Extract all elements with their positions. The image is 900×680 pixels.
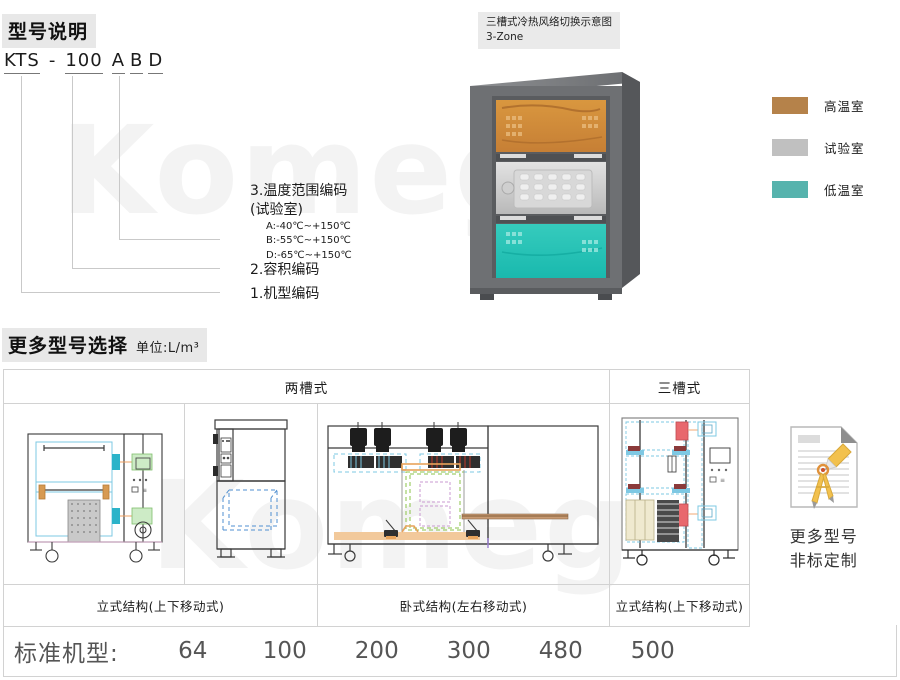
- note-machine-code: 1.机型编码: [250, 286, 320, 302]
- legend-label-hot: 高温室: [824, 98, 865, 114]
- caption-vertical-three-zone: 立式结构(上下移动式): [609, 584, 751, 627]
- shelf-bottom: [626, 484, 691, 493]
- diagram-three-zone-vertical[interactable]: ≡: [609, 403, 751, 585]
- standard-model-480: 480: [538, 637, 583, 664]
- note-volume-code: 2.容积编码: [250, 262, 320, 278]
- model-section-heading: 型号说明: [2, 14, 97, 48]
- custom-order-text: 更多型号 非标定制: [790, 525, 858, 573]
- legend-item-hot: 高温室: [772, 84, 865, 126]
- note-temp-range-title: 3.温度范围编码: [250, 183, 348, 199]
- standard-model-64: 64: [178, 637, 208, 664]
- custom-order-cell[interactable]: 更多型号 非标定制: [749, 369, 898, 627]
- group-header-three-zone: 三槽式: [609, 369, 751, 404]
- code-volume: 100: [65, 50, 103, 74]
- leader-line-machine: [21, 76, 220, 293]
- legend-label-cold: 低温室: [824, 182, 865, 198]
- diagram-vertical-side[interactable]: [184, 403, 318, 585]
- legend-swatch-test: [772, 138, 808, 156]
- legend-item-cold: 低温室: [772, 168, 865, 210]
- carriage-left: [384, 519, 398, 539]
- watermark-top: Komeg: [60, 100, 543, 242]
- code-dash: -: [48, 50, 57, 71]
- leader-line-temp: [119, 76, 220, 240]
- motor-group: [350, 428, 467, 452]
- note-temp-option-d: D:-65℃~+150℃: [266, 249, 352, 261]
- group-header-two-zone: 两槽式: [2, 369, 611, 404]
- more-models-heading: 更多型号选择 单位:L/m³: [2, 328, 208, 362]
- caption-horizontal: 卧式结构(左右移动式): [316, 584, 611, 627]
- standard-models-label: 标准机型:: [14, 640, 119, 667]
- standard-model-300: 300: [446, 637, 491, 664]
- illustration-label: 三槽式冷热风络切换示意图 3-Zone: [478, 12, 620, 50]
- custom-order-line1: 更多型号: [789, 527, 858, 546]
- standard-model-200: 200: [354, 637, 399, 664]
- standard-model-500: 500: [630, 637, 675, 664]
- legend-swatch-hot: [772, 96, 808, 114]
- three-zone-chamber-illustration: [462, 62, 642, 302]
- table-caption-row: 立式结构(上下移动式) 卧式结构(左右移动式) 立式结构(上下移动式): [3, 584, 898, 627]
- compass-icon: [811, 463, 834, 509]
- code-letter-b: B: [130, 50, 144, 74]
- note-temp-range-subtitle: (试验室): [250, 201, 303, 218]
- note-temp-option-b: B:-55℃~+150℃: [266, 235, 351, 247]
- standard-models-row: 标准机型: 64 100 200 300 480 500: [3, 625, 897, 677]
- more-models-unit: 单位:L/m³: [136, 341, 200, 356]
- leader-line-volume: [72, 76, 220, 269]
- carriage-right: [466, 519, 480, 539]
- shelf-top: [626, 446, 691, 455]
- caption-vertical-two-zone: 立式结构(上下移动式): [3, 584, 318, 627]
- models-table: 两槽式 三槽式: [2, 369, 898, 627]
- illustration-label-cn: 三槽式冷热风络切换示意图: [486, 16, 612, 28]
- table-group-header-row: 两槽式 三槽式: [2, 369, 898, 627]
- model-code-line: KTS - 100 A B D: [4, 50, 164, 74]
- heater-bank: [348, 456, 480, 468]
- legend-label-test: 试验室: [824, 140, 865, 156]
- diagram-vertical-front[interactable]: ≡: [3, 403, 185, 585]
- model-section-title: 型号说明: [8, 21, 89, 43]
- legend-swatch-cold: [772, 180, 808, 198]
- code-prefix: KTS: [4, 50, 40, 74]
- zone-legend: 高温室 试验室 低温室: [772, 84, 865, 210]
- standard-model-100: 100: [262, 637, 307, 664]
- custom-order-line2: 非标定制: [789, 551, 858, 570]
- custom-document-icon: [790, 426, 858, 509]
- note-temp-range: 3.温度范围编码 (试验室) A:-40℃~+150℃ B:-55℃~+150℃…: [250, 182, 352, 263]
- more-models-title: 更多型号选择: [8, 335, 129, 357]
- svg-text:≡: ≡: [142, 487, 147, 494]
- legend-item-test: 试验室: [772, 126, 865, 168]
- code-letter-a: A: [111, 50, 126, 74]
- code-letter-d: D: [148, 50, 164, 74]
- diagram-horizontal[interactable]: [316, 403, 611, 585]
- svg-text:≡: ≡: [720, 477, 725, 484]
- illustration-label-en: 3-Zone: [486, 31, 524, 44]
- table-image-row: ≡: [3, 403, 898, 585]
- note-temp-option-a: A:-40℃~+150℃: [266, 220, 351, 232]
